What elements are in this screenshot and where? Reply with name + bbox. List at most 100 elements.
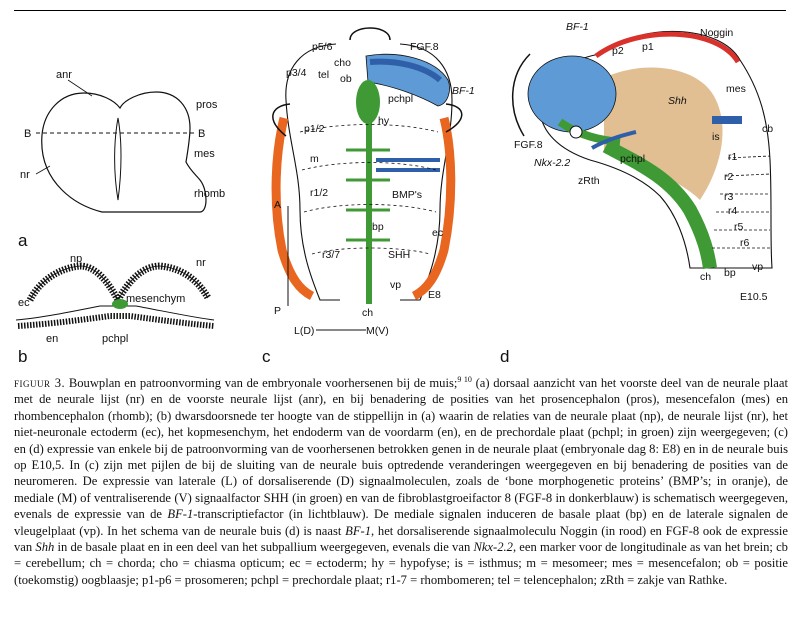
label-r1: r1: [728, 151, 737, 163]
label-pchpl-b: pchpl: [102, 333, 128, 345]
label-np: np: [70, 253, 82, 265]
bmp-band-right: [411, 116, 456, 301]
label-mesenchym: mesenchym: [126, 293, 185, 305]
label-r5: r5: [734, 221, 743, 233]
label-bf1-d: BF-1: [566, 21, 589, 33]
fgf8-isthmus: [712, 116, 742, 124]
label-r3: r3: [724, 191, 733, 203]
label-p34: p3/4: [286, 67, 307, 79]
label-e8: E8: [428, 289, 441, 301]
label-b-right: B: [198, 128, 205, 140]
label-b-left: B: [24, 128, 31, 140]
caption-refs: 9 10: [457, 374, 472, 384]
caption-i4: Nkx-2.2: [473, 540, 513, 555]
ectoderm-layer: [15, 305, 215, 321]
label-vp-c: vp: [390, 279, 401, 291]
label-m: m: [310, 153, 319, 165]
label-pros: pros: [196, 99, 218, 111]
label-ob: ob: [340, 73, 352, 85]
caption-i2: BF-1: [345, 523, 372, 538]
label-ec: ec: [18, 297, 30, 309]
anr-leader: [67, 79, 93, 97]
label-ec-c: ec: [432, 227, 443, 239]
caption-t2: (a) dorsaal aanzicht van het voorste dee…: [14, 376, 788, 522]
label-r4: r4: [728, 205, 737, 217]
label-noggin: Noggin: [700, 27, 733, 39]
figure-caption: figuur 3. Bouwplan en patroonvorming van…: [14, 375, 788, 588]
label-p12: p1/2: [304, 123, 325, 135]
panel-c: p5/6 cho FGF.8 p3/4 tel ob BF-1 pchpl hy…: [262, 27, 475, 366]
label-rhomb: rhomb: [194, 188, 225, 200]
rhombomere-lines: [712, 155, 771, 249]
label-vp-d: vp: [752, 261, 763, 273]
label-p2: p2: [612, 45, 624, 57]
figure-label: figuur 3.: [14, 376, 66, 390]
label-ch-d: ch: [700, 271, 711, 283]
caption-t3: -transcriptiefactor (in lichtblauw). De …: [14, 507, 788, 538]
figure: anr pros B B mes nr rhomb a np nr ec mes…: [15, 21, 773, 366]
caption-t6: , een marker voor de longitudinale as va…: [14, 540, 788, 587]
fgf8-band-c: [369, 58, 442, 83]
bf1-region-c: [365, 53, 450, 107]
label-hy: hy: [378, 115, 390, 127]
label-a: A: [274, 199, 281, 211]
label-nkx: Nkx-2.2: [534, 157, 570, 169]
label-bmps: BMP's: [392, 189, 422, 201]
caption-i1: BF-1: [167, 507, 194, 522]
label-bp-d: bp: [724, 267, 736, 279]
caption-t1: Bouwplan en patroonvorming van de embryo…: [65, 376, 458, 390]
label-mes: mes: [194, 148, 215, 160]
endoderm-layer: [17, 313, 215, 329]
label-shh-d: Shh: [668, 95, 687, 107]
label-bf1-c: BF-1: [452, 85, 475, 97]
label-shh-c: SHH: [388, 249, 410, 261]
closure-arrow-right: [445, 103, 463, 133]
label-bp-c: bp: [372, 221, 384, 233]
label-fgf8-c: FGF.8: [410, 41, 439, 53]
label-r12: r1/2: [310, 187, 328, 199]
nr-leader: [35, 165, 51, 175]
panel-b: np nr ec mesenchym en pchpl b: [15, 253, 215, 366]
bf1-region-d: [527, 55, 617, 133]
label-r6: r6: [740, 237, 749, 249]
panel-d: BF-1 Noggin p2 p1 mes Shh is cb FGF.8 Nk…: [500, 21, 773, 366]
label-p1: p1: [642, 41, 654, 53]
panel-letter-b: b: [18, 347, 27, 366]
tan-region: [604, 67, 723, 200]
label-fgf8-d: FGF.8: [514, 139, 543, 151]
rotation-arrow-d: [512, 53, 531, 137]
panel-letter-a: a: [18, 231, 28, 250]
label-pchpl-d: pchpl: [620, 153, 645, 165]
noggin-band: [594, 31, 741, 64]
bmp-arrows: [376, 158, 440, 172]
closure-arrow-left: [272, 103, 291, 137]
nkx-band: [591, 130, 637, 150]
label-cb: cb: [762, 123, 773, 135]
neural-groove: [114, 117, 122, 201]
label-axis-mv: M(V): [366, 325, 389, 337]
label-p56: p5/6: [312, 41, 333, 53]
label-en: en: [46, 333, 58, 345]
neural-plate-outline-c: [285, 43, 453, 301]
neuromere-lines: [299, 124, 439, 255]
label-r2: r2: [724, 171, 733, 183]
label-r37: r3/7: [322, 249, 340, 261]
label-is: is: [712, 131, 720, 143]
top-rule: [14, 10, 786, 11]
label-ch-c: ch: [362, 307, 373, 319]
label-pchpl-c: pchpl: [388, 93, 413, 105]
caption-t4: , het dorsaliserende signaalmoleculu Nog…: [14, 523, 788, 555]
label-nr: nr: [20, 169, 30, 181]
caption-i3: Shh: [35, 540, 55, 555]
green-forebrain-d: [557, 118, 621, 146]
pchpl-green-c: [356, 80, 380, 124]
panel-a: anr pros B B mes nr rhomb a: [18, 69, 225, 250]
caption-t5: in de basale plaat en in een deel van he…: [54, 540, 474, 555]
label-axis-ld: L(D): [294, 325, 314, 337]
label-zrth: zRth: [578, 175, 600, 187]
panel-letter-c: c: [262, 347, 271, 366]
shh-arrows: [346, 148, 390, 242]
shh-band-d: [602, 139, 717, 270]
label-tel: tel: [318, 69, 329, 81]
prechordal-plate: [112, 299, 128, 309]
